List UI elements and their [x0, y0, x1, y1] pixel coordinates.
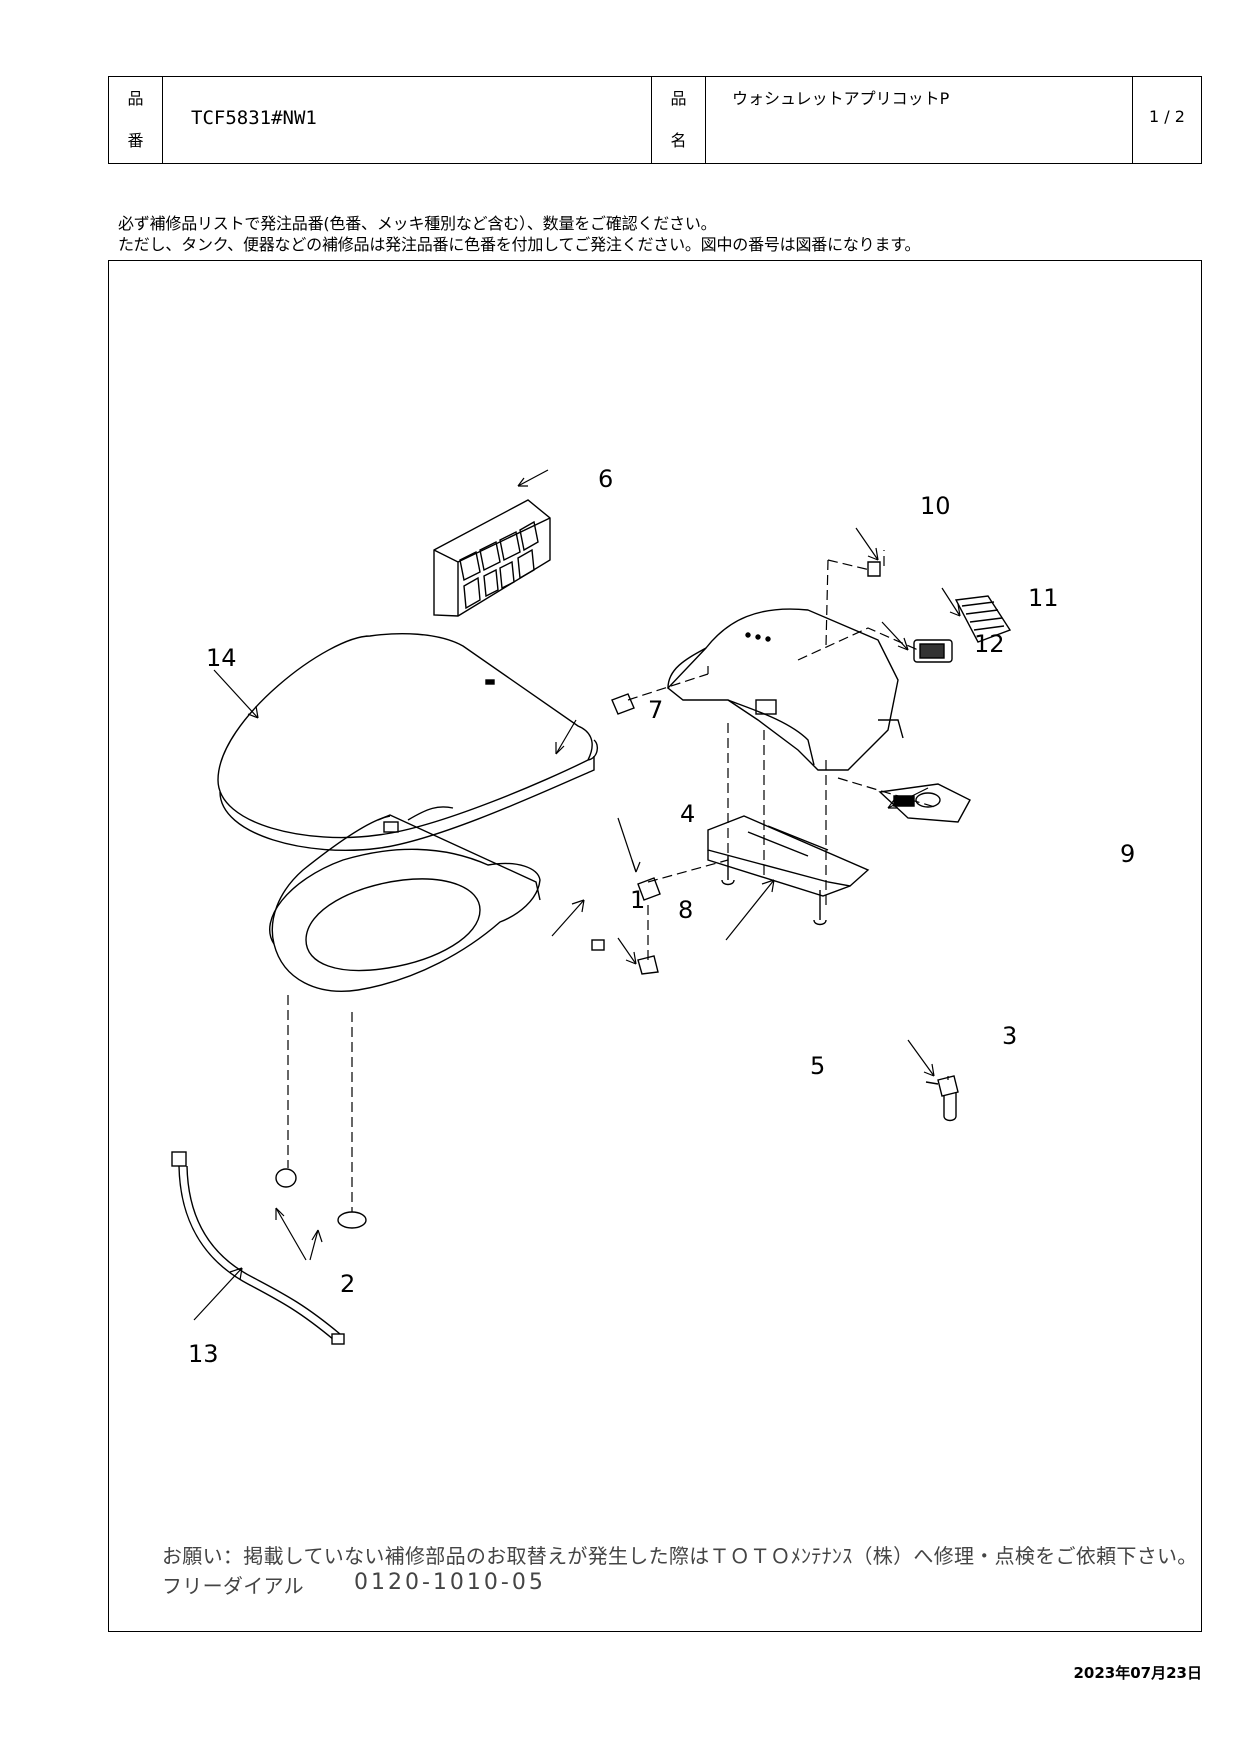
callout-3: 3	[1002, 1022, 1018, 1050]
grille-drawing	[954, 595, 1012, 643]
callout-11: 11	[1028, 584, 1059, 612]
product-name-cell: ウォシュレットアプリコットP	[706, 77, 1133, 163]
callout-2: 2	[340, 1270, 356, 1298]
callout-12: 12	[974, 630, 1005, 658]
main-body-drawing	[666, 608, 904, 771]
repair-request-notice: お願い：掲載していない補修部品のお取替えが発生した際はＴＯＴＯﾒﾝﾃﾅﾝｽ（株）…	[162, 1544, 1198, 1568]
name-label-cell: 品 名	[652, 77, 706, 163]
callout-5: 5	[810, 1052, 826, 1080]
name-label-2: 名	[670, 131, 687, 150]
part-no-label-1: 品	[127, 89, 144, 108]
supply-hose-drawing	[171, 1151, 345, 1345]
free-dial-number: 0120-1010-05	[354, 1570, 546, 1595]
callout-4: 4	[680, 800, 696, 828]
part-no-label-cell: 品 番	[109, 77, 163, 163]
hinge-right-drawing	[337, 1211, 367, 1229]
part-10-drawing	[867, 561, 881, 577]
deodorizer-drawing	[878, 783, 971, 823]
toilet-lid-drawing	[217, 633, 599, 851]
document-date: 2023年07月23日	[1073, 1664, 1203, 1682]
callout-10: 10	[920, 492, 951, 520]
part-8-drawing	[637, 955, 659, 975]
toilet-seat-drawing	[269, 806, 541, 992]
part-1-drawing	[591, 939, 605, 951]
callout-14: 14	[206, 644, 237, 672]
free-dial-label: フリーダイアル	[162, 1574, 304, 1598]
name-label-1: 品	[670, 89, 687, 108]
page-number: 1 / 2	[1149, 107, 1185, 126]
callout-6: 6	[598, 465, 614, 493]
part-no-cell: TCF5831#NW1	[163, 77, 652, 163]
callout-1: 1	[630, 886, 646, 914]
remote-control-drawing	[433, 499, 551, 617]
base-plate-drawing	[707, 815, 870, 926]
notice-line-1: 必ず補修品リストで発注品番(色番、メッキ種別など含む）、数量をご確認ください。	[118, 214, 717, 233]
callout-9: 9	[1120, 840, 1136, 868]
callout-13: 13	[188, 1340, 219, 1368]
part-number: TCF5831#NW1	[191, 107, 317, 129]
notice-line-2: ただし、タンク、便器などの補修品は発注品番に色番を付加してご発注ください。図中の…	[118, 235, 921, 254]
valve-drawing	[925, 1075, 959, 1122]
callout-8: 8	[678, 896, 694, 924]
header-table: 品 番 TCF5831#NW1 品 名 ウォシュレットアプリコットP 1 / 2	[108, 76, 1202, 164]
page-cell: 1 / 2	[1133, 77, 1201, 163]
part-4-drawing	[637, 877, 661, 901]
callout-arrows	[193, 469, 961, 1321]
callout-7: 7	[648, 696, 664, 724]
diagram-frame	[108, 260, 1202, 1632]
part-no-label-2: 番	[127, 131, 144, 150]
exploded-parts-diagram	[171, 469, 1012, 1345]
part-7-drawing	[611, 693, 635, 715]
hinge-left-drawing	[275, 1168, 297, 1188]
product-name: ウォシュレットアプリコットP	[732, 89, 950, 108]
